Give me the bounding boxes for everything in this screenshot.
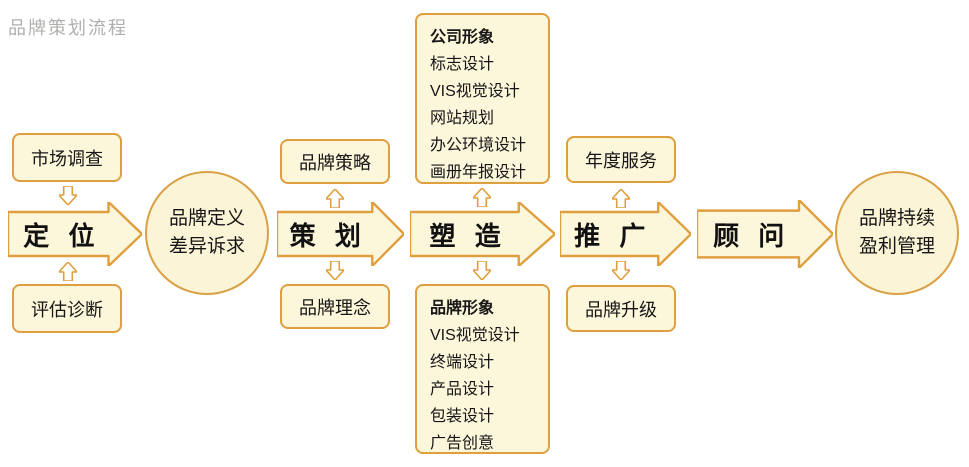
list-item: 产品设计 bbox=[430, 381, 495, 398]
brand-upgrade-box: 品牌升级 bbox=[566, 285, 676, 332]
brand-strategy-label: 品牌策略 bbox=[299, 152, 371, 173]
brand-philosophy-box: 品牌理念 bbox=[280, 284, 390, 329]
circle1-line1: 品牌定义 bbox=[168, 208, 245, 230]
stage-label-shaping: 塑 造 bbox=[429, 220, 507, 251]
brand-philosophy-label: 品牌理念 bbox=[299, 297, 371, 318]
stage-label-planning: 策 划 bbox=[289, 220, 367, 251]
arrow-up-icon bbox=[473, 188, 491, 207]
brand-definition-circle: 品牌定义 差异诉求 bbox=[145, 171, 269, 295]
page-title: 品牌策划流程 bbox=[8, 18, 128, 38]
arrow-up-icon bbox=[612, 189, 630, 208]
right-arrow-shape bbox=[697, 200, 833, 268]
list-item: 网站规划 bbox=[430, 110, 495, 127]
right-arrow-shape bbox=[560, 202, 691, 266]
arrow-down-icon bbox=[59, 186, 77, 205]
arrow-down-icon bbox=[473, 261, 491, 280]
circle2-line2: 盈利管理 bbox=[858, 236, 935, 257]
arrow-down-icon bbox=[612, 261, 630, 280]
stage-label-consulting: 顾 问 bbox=[713, 220, 791, 251]
list-item: 终端设计 bbox=[430, 354, 495, 371]
annual-service-label: 年度服务 bbox=[585, 150, 657, 171]
list-item: 办公环境设计 bbox=[430, 137, 527, 154]
evaluation-box: 评估诊断 bbox=[12, 284, 122, 333]
market-research-label: 市场调查 bbox=[31, 148, 103, 169]
list-item: 画册年报设计 bbox=[430, 164, 527, 181]
list-item: 广告创意 bbox=[430, 435, 495, 452]
evaluation-label: 评估诊断 bbox=[31, 299, 103, 320]
stage-arrow-shaping: 塑 造 bbox=[410, 202, 555, 266]
right-arrow-shape bbox=[410, 202, 555, 266]
sustained-profit-circle: 品牌持续 盈利管理 bbox=[835, 171, 959, 295]
arrow-down-icon bbox=[326, 261, 344, 280]
brand-image-list-box: 品牌形象 VIS视觉设计 终端设计 产品设计 包装设计 广告创意 bbox=[415, 284, 550, 454]
stage-arrow-promotion: 推 广 bbox=[560, 202, 691, 266]
arrow-up-icon bbox=[59, 262, 77, 281]
right-arrow-shape bbox=[8, 202, 142, 266]
annual-service-box: 年度服务 bbox=[566, 136, 676, 183]
list-item: VIS视觉设计 bbox=[430, 83, 520, 100]
brand-strategy-box: 品牌策略 bbox=[280, 139, 390, 184]
company-image-list-box: 公司形象 标志设计 VIS视觉设计 网站规划 办公环境设计 画册年报设计 bbox=[415, 13, 550, 184]
company-image-header: 公司形象 bbox=[430, 29, 495, 46]
circle2-line1: 品牌持续 bbox=[858, 208, 935, 230]
right-arrow-shape bbox=[277, 202, 404, 266]
stage-label-promotion: 推 广 bbox=[574, 220, 652, 251]
brand-image-header: 品牌形象 bbox=[430, 300, 495, 317]
list-item: 包装设计 bbox=[430, 408, 495, 425]
arrow-up-icon bbox=[326, 189, 344, 208]
stage-label-positioning: 定 位 bbox=[23, 220, 101, 251]
stage-arrow-consulting: 顾 问 bbox=[697, 200, 833, 268]
market-research-box: 市场调查 bbox=[12, 133, 122, 182]
list-item: 标志设计 bbox=[430, 56, 495, 73]
list-item: VIS视觉设计 bbox=[430, 327, 520, 344]
stage-arrow-positioning: 定 位 bbox=[8, 202, 142, 266]
circle1-line2: 差异诉求 bbox=[168, 236, 245, 257]
stage-arrow-planning: 策 划 bbox=[277, 202, 404, 266]
brand-upgrade-label: 品牌升级 bbox=[585, 299, 657, 320]
